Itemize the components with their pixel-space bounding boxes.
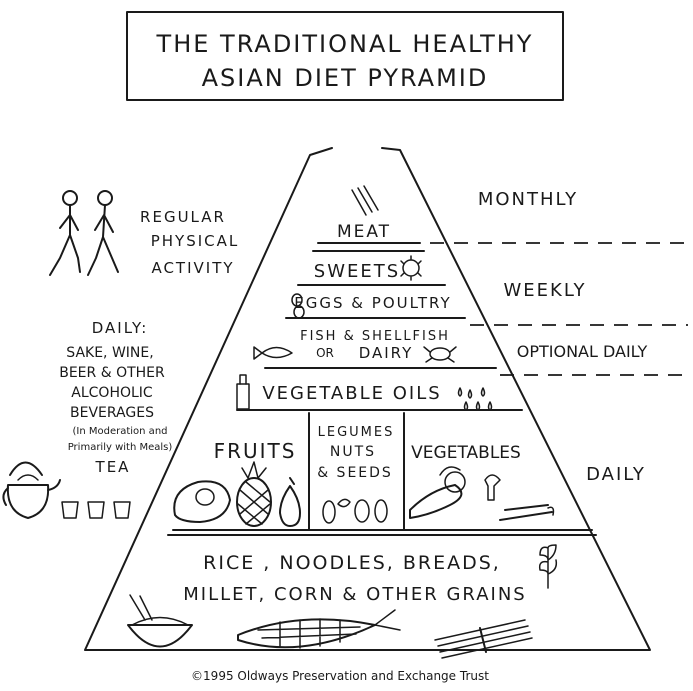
teapot-icon xyxy=(2,461,61,519)
beverages-tea-label: TEA xyxy=(95,458,131,476)
beverages-line-4: BEVERAGES xyxy=(70,405,154,421)
eggs-icon xyxy=(291,293,305,319)
fish-icon xyxy=(253,346,293,360)
oil-drops-icon xyxy=(457,387,493,411)
meat-icon xyxy=(351,185,379,216)
beverages-line-2: BEER & OTHER xyxy=(59,365,165,381)
frequency-monthly-label: MONTHLY xyxy=(478,189,578,210)
activity-line-1: REGULAR xyxy=(140,208,226,226)
tier-dairy-label: DAIRY xyxy=(359,344,414,362)
sweets-icon xyxy=(400,255,422,281)
wheat-icon xyxy=(538,544,558,589)
tier-fish-or-label: OR xyxy=(316,346,334,360)
pear-icon xyxy=(279,477,301,527)
tier-nuts-label: NUTS xyxy=(330,444,376,460)
frequency-dividers xyxy=(430,242,688,376)
pyramid-outline xyxy=(84,147,651,651)
title-line-1: THE TRADITIONAL HEALTHY xyxy=(156,30,534,58)
frequency-weekly-label: WEEKLY xyxy=(504,280,587,301)
beverages-note-1: (In Moderation and xyxy=(73,426,168,437)
tier-sweets-label: SWEETS xyxy=(314,261,400,282)
oil-bottle-icon xyxy=(236,374,250,410)
beverages-note-2: Primarily with Meals) xyxy=(68,442,173,453)
title-line-2: ASIAN DIET PYRAMID xyxy=(202,64,489,92)
vegetables-icon xyxy=(409,466,555,521)
copyright-footer: ©1995 Oldways Preservation and Exchange … xyxy=(191,669,489,683)
corn-icon xyxy=(237,609,401,649)
grain-bundle-icon xyxy=(434,619,533,659)
title-box: THE TRADITIONAL HEALTHY ASIAN DIET PYRAM… xyxy=(126,11,564,101)
avocado-icon xyxy=(173,480,231,523)
tier-grains-line-1: RICE , NOODLES, BREADS, xyxy=(203,552,501,574)
tier-fruits-label: FRUITS xyxy=(214,439,297,463)
walking-figures-icon xyxy=(49,190,119,276)
tier-legumes-label: LEGUMES xyxy=(318,425,395,440)
crab-icon xyxy=(423,346,457,363)
tea-cups-icon xyxy=(61,501,131,519)
tier-seeds-label: & SEEDS xyxy=(317,465,393,481)
pineapple-icon xyxy=(236,461,272,527)
noodle-bowl-icon xyxy=(127,594,193,648)
activity-line-3: ACTIVITY xyxy=(151,259,234,277)
frequency-optional-daily-label: OPTIONAL DAILY xyxy=(517,342,648,361)
tier-grains-line-2: MILLET, CORN & OTHER GRAINS xyxy=(183,584,526,605)
frequency-daily-label: DAILY xyxy=(586,464,646,485)
tier-vegetables-label: VEGETABLES xyxy=(411,443,521,463)
tier-fish-shellfish-label: FISH & SHELLFISH xyxy=(300,329,450,344)
beverages-heading: DAILY: xyxy=(92,319,149,337)
activity-line-2: PHYSICAL xyxy=(151,232,240,250)
beverages-line-3: ALCOHOLIC xyxy=(71,385,153,401)
tier-eggs-poultry-label: EGGS & POULTRY xyxy=(294,294,451,312)
beverages-line-1: SAKE, WINE, xyxy=(66,345,153,361)
tier-meat-label: MEAT xyxy=(337,222,391,242)
tier-vegetable-oils-label: VEGETABLE OILS xyxy=(262,383,441,404)
beans-icon xyxy=(322,498,388,524)
